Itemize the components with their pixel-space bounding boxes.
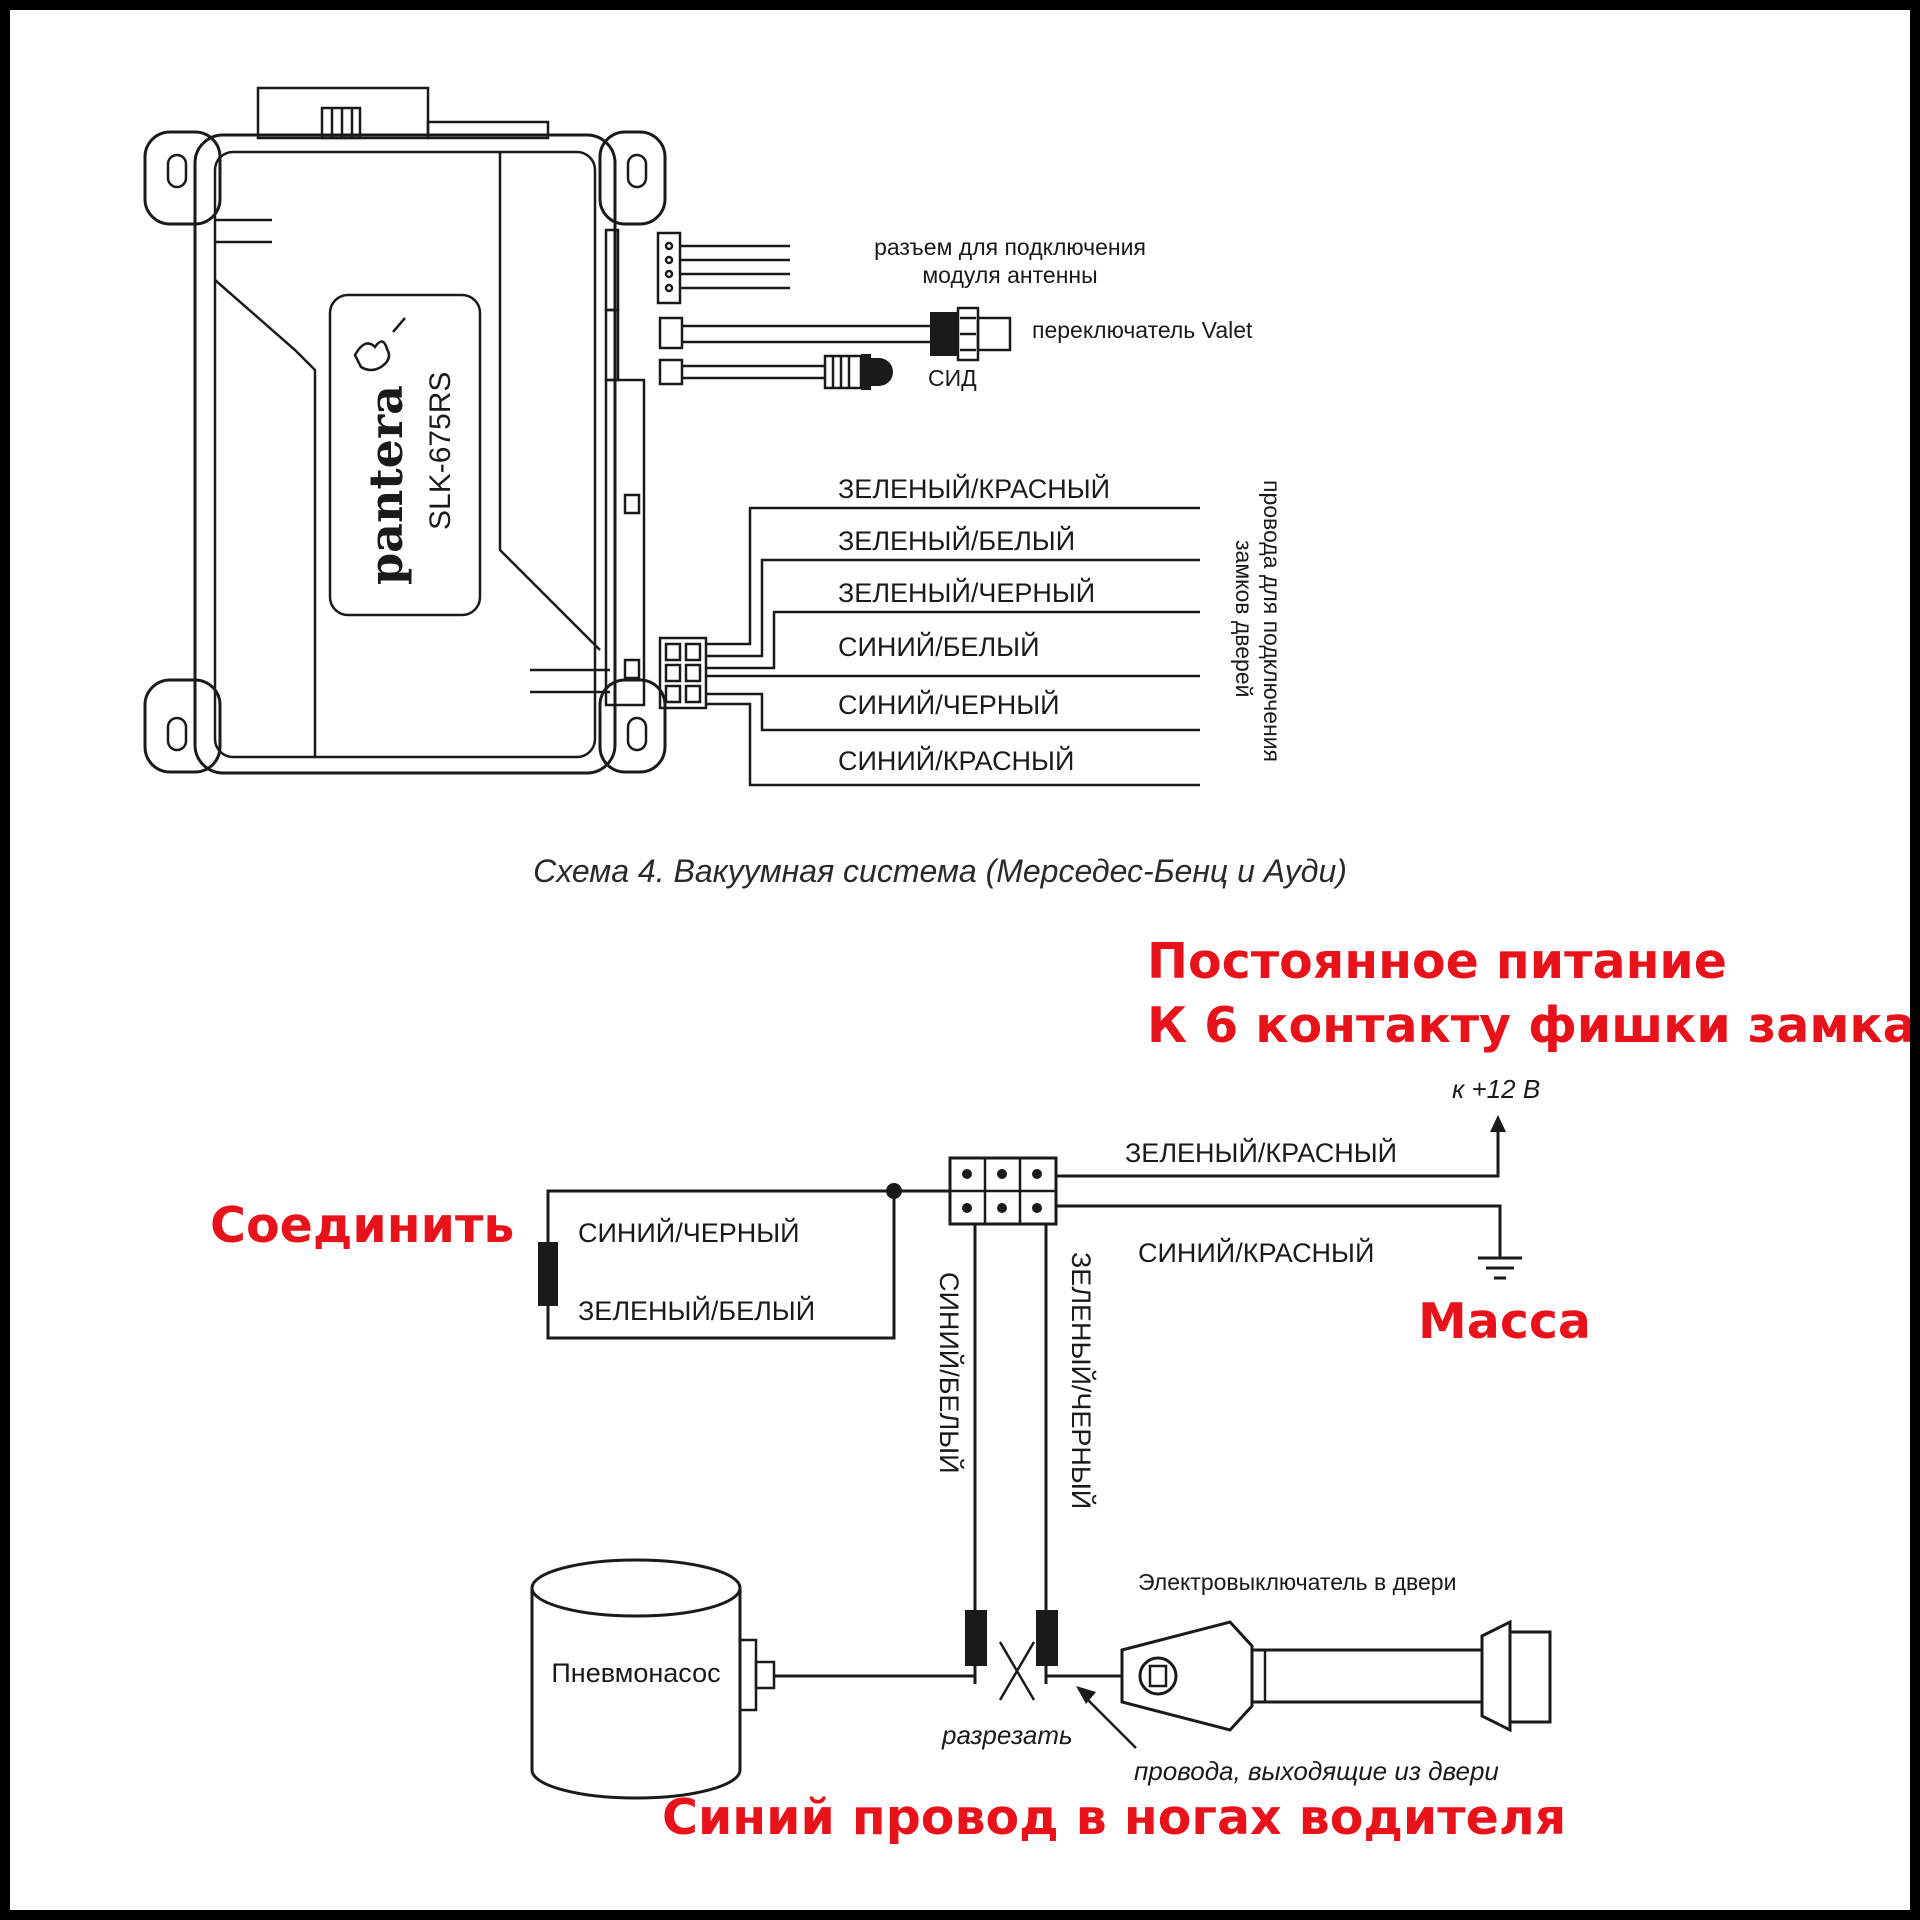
led-label: СИД (928, 365, 977, 391)
wire-label-blue-white: СИНИЙ/БЕЛЫЙ (934, 1272, 965, 1473)
door-switch-label: Электровыключатель в двери (1138, 1569, 1456, 1595)
cut-mark (998, 1641, 1036, 1701)
ground-symbol (1056, 1204, 1522, 1280)
annotation-constant-power: Постоянное питание (1147, 933, 1727, 990)
annotation-ground: Масса (1418, 1293, 1591, 1350)
model-label: SLK-675RS (424, 372, 457, 530)
alarm-control-unit: pantera SLK-675RS (143, 86, 667, 775)
diagram-canvas: pantera SLK-675RS разъем для подключения… (10, 10, 1910, 1910)
brand-name: pantera (359, 385, 413, 585)
wire-label-green-white-top: ЗЕЛЕНЫЙ/БЕЛЫЙ (838, 525, 1075, 556)
door-lock-wires-label-2: замков дверей (1231, 540, 1257, 697)
annotation-to-pin6: К 6 контакту фишки замка (1147, 997, 1910, 1054)
door-wires-pointer (1076, 1686, 1137, 1749)
wire-label-blue-white-top: СИНИЙ/БЕЛЫЙ (838, 631, 1039, 662)
cut-label: разрезать (941, 1720, 1073, 1750)
wiring-diagram: pantera SLK-675RS разъем для подключения… (143, 86, 1910, 1846)
antenna-connector-label-1: разъем для подключения (874, 234, 1146, 260)
plus12v-label: к +12 В (1452, 1074, 1540, 1104)
pantera-logo: pantera (353, 317, 413, 585)
wire-label-blue-red: СИНИЙ/КРАСНЫЙ (1138, 1237, 1374, 1268)
figure-caption: Схема 4. Вакуумная система (Мерседес-Бен… (533, 853, 1347, 889)
wire-label-green-black: ЗЕЛЕНЫЙ/ЧЕРНЫЙ (1066, 1252, 1097, 1509)
wire-label-blue-black: СИНИЙ/ЧЕРНЫЙ (578, 1217, 800, 1248)
pneumatic-pump (530, 1558, 977, 1800)
valet-switch (658, 306, 1012, 362)
antenna-connector-label-2: модуля антенны (922, 262, 1097, 288)
wire-label-green-black-top: ЗЕЛЕНЫЙ/ЧЕРНЫЙ (838, 577, 1095, 608)
wire-label-green-red-top: ЗЕЛЕНЫЙ/КРАСНЫЙ (838, 473, 1110, 504)
door-lock-connector (658, 506, 1200, 787)
annotation-blue-wire: Синий провод в ногах водителя (662, 1789, 1566, 1846)
joined-wires-loop (538, 1183, 950, 1340)
antenna-connector (656, 231, 790, 305)
pump-label: Пневмонасос (551, 1658, 720, 1688)
door-lock-wires-label-1: провода для подключения (1259, 480, 1285, 762)
wire-label-blue-red-top: СИНИЙ/КРАСНЫЙ (838, 745, 1074, 776)
door-switch (1044, 1619, 1552, 1733)
wire-label-green-red: ЗЕЛЕНЫЙ/КРАСНЫЙ (1125, 1137, 1397, 1168)
wire-label-green-white: ЗЕЛЕНЫЙ/БЕЛЫЙ (578, 1295, 815, 1326)
led (658, 354, 893, 390)
six-pin-connector (948, 1156, 1058, 1226)
wire-label-blue-black-top: СИНИЙ/ЧЕРНЫЙ (838, 689, 1060, 720)
valet-switch-label: переключатель Valet (1032, 317, 1253, 343)
annotation-connect: Соединить (210, 1197, 514, 1254)
door-wires-label: провода, выходящие из двери (1134, 1756, 1499, 1786)
